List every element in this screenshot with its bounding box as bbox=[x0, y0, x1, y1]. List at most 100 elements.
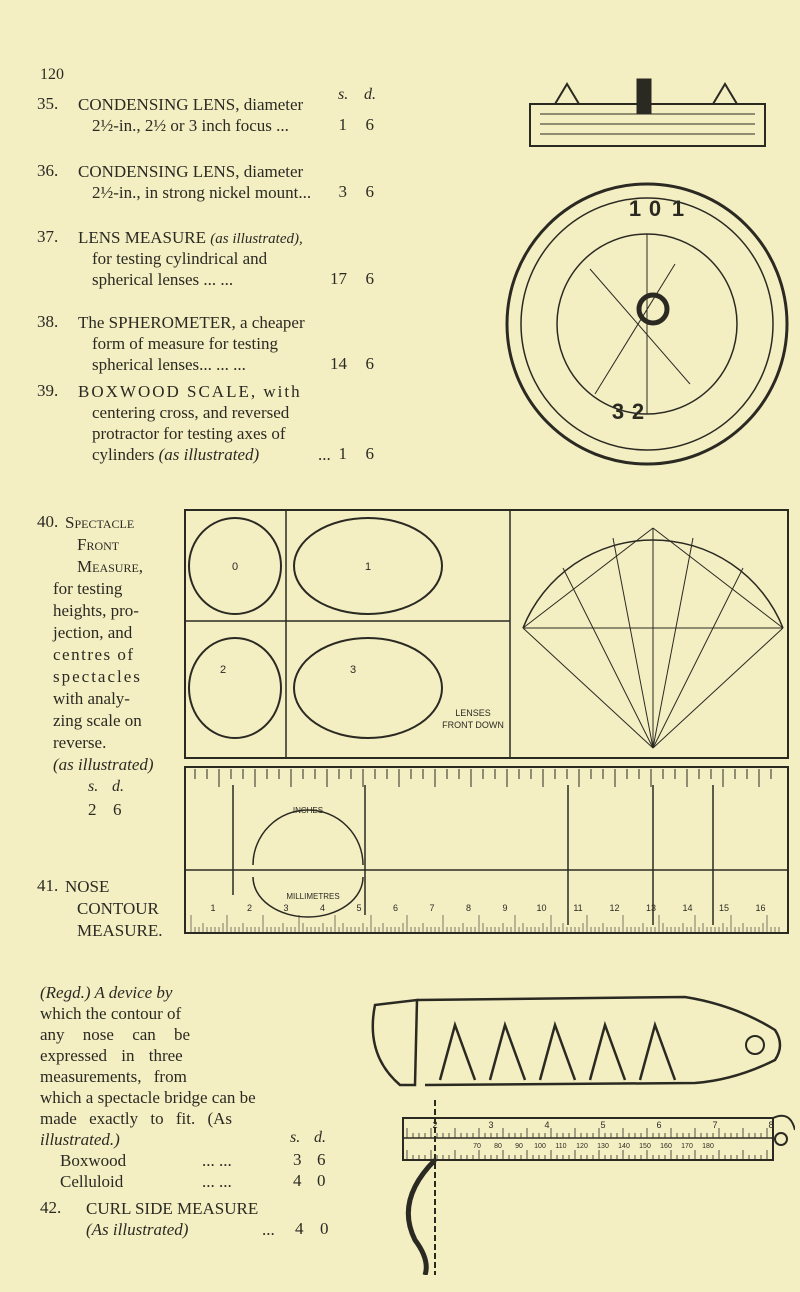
price-s: 1 bbox=[338, 444, 348, 463]
mm-tick-label: 1 bbox=[210, 903, 215, 913]
item-title: Spectacle bbox=[65, 513, 135, 532]
item-text: heights, pro- bbox=[53, 601, 139, 620]
item-title: MEASURE. bbox=[77, 921, 163, 940]
item-text: centres of bbox=[53, 645, 135, 664]
item-text: zing scale on bbox=[53, 711, 142, 730]
mm-tick-label: 9 bbox=[502, 903, 507, 913]
item-text: with analy- bbox=[53, 689, 130, 708]
lens-label: 2 bbox=[220, 664, 226, 676]
mm-tick-label: 16 bbox=[755, 903, 765, 913]
price-s: 4 bbox=[295, 1219, 304, 1238]
tick-label: 160 bbox=[660, 1143, 672, 1150]
item-text: cylinders bbox=[92, 445, 155, 464]
price-header-d: d. bbox=[112, 778, 124, 795]
price-d: 6 bbox=[365, 269, 375, 288]
variant-name: Celluloid bbox=[60, 1172, 124, 1191]
price-d: 6 bbox=[365, 182, 375, 201]
price-d: 0 bbox=[317, 1171, 326, 1190]
item-text: 2½-in., in strong nickel mount... bbox=[92, 183, 312, 202]
item-title: NOSE bbox=[65, 877, 110, 896]
dial-label: 0 bbox=[649, 196, 661, 221]
price-header-d: d. bbox=[314, 1129, 326, 1146]
item-number: 36. bbox=[37, 161, 59, 180]
item-text: spectacles bbox=[53, 667, 142, 686]
price-s: 14 bbox=[330, 354, 347, 373]
lens-label: 1 bbox=[365, 561, 371, 573]
item-title: CURL SIDE MEASURE bbox=[86, 1199, 259, 1218]
item-title: LENS MEASURE bbox=[78, 228, 206, 247]
dial-label: 3 bbox=[612, 399, 624, 424]
tick-label: 2 bbox=[432, 1120, 437, 1130]
tick-label: 170 bbox=[681, 1143, 693, 1150]
price-header-s: s. bbox=[88, 778, 99, 795]
page-number: 120 bbox=[40, 66, 64, 83]
dots: ... ... bbox=[202, 1172, 232, 1191]
tick-label: 7 bbox=[712, 1120, 717, 1130]
item-text: which the contour of bbox=[40, 1004, 182, 1023]
mm-tick-label: 13 bbox=[646, 903, 656, 913]
price-header-d: d. bbox=[364, 86, 376, 103]
item-text: for testing cylindrical and bbox=[92, 249, 268, 268]
item-number: 35. bbox=[37, 94, 59, 113]
figure-caption: LENSES bbox=[455, 708, 491, 718]
tick-label: 100 bbox=[534, 1143, 546, 1150]
item-text: for testing bbox=[53, 579, 123, 598]
tick-label: 120 bbox=[576, 1143, 588, 1150]
tick-label: 150 bbox=[639, 1143, 651, 1150]
price-d: 6 bbox=[365, 354, 375, 373]
price-header-s: s. bbox=[290, 1129, 301, 1146]
mm-tick-label: 4 bbox=[320, 903, 325, 913]
variant-name: Boxwood bbox=[60, 1151, 127, 1170]
spectacle-front-measure-illustration: 0 1 2 3 LENSES FRONT DOWN bbox=[184, 509, 789, 759]
item-text: any nose can be bbox=[40, 1025, 191, 1044]
item-text: BOXWOOD SCALE, with bbox=[78, 382, 302, 401]
mm-tick-label: 5 bbox=[356, 903, 361, 913]
mm-tick-label: 14 bbox=[682, 903, 692, 913]
tick-label: 70 bbox=[473, 1143, 481, 1150]
tick-label: 180 bbox=[702, 1143, 714, 1150]
tick-label: 3 bbox=[488, 1120, 493, 1130]
price-d: 6 bbox=[365, 444, 375, 463]
item-text: made exactly to fit. (As bbox=[40, 1109, 233, 1128]
item-note: (As illustrated) bbox=[86, 1220, 189, 1239]
price-d: 6 bbox=[365, 115, 375, 134]
figure-caption: FRONT DOWN bbox=[442, 720, 504, 730]
item-text: spherical lenses ... ... bbox=[92, 270, 234, 289]
tick-label: 80 bbox=[494, 1143, 502, 1150]
dots: ... bbox=[318, 445, 331, 464]
item-number: 41. bbox=[37, 876, 59, 895]
item-text: measurements, from bbox=[40, 1067, 187, 1086]
dots: ... bbox=[262, 1220, 275, 1239]
item-text: which a spectacle bridge can be bbox=[40, 1088, 256, 1107]
mm-tick-label: 12 bbox=[609, 903, 619, 913]
item-note: (as illustrated), bbox=[210, 231, 303, 247]
item-text: (Regd.) A device by bbox=[40, 983, 173, 1002]
item-title: Measure, bbox=[77, 557, 144, 576]
item-number: 40. bbox=[37, 512, 59, 531]
price-d: 0 bbox=[320, 1219, 329, 1238]
mm-tick-label: 6 bbox=[393, 903, 398, 913]
tick-label: 6 bbox=[656, 1120, 661, 1130]
dots: ... ... bbox=[202, 1151, 232, 1170]
price-d: 6 bbox=[113, 800, 122, 819]
mm-tick-label: 15 bbox=[719, 903, 729, 913]
mm-tick-label: 8 bbox=[466, 903, 471, 913]
item-text: 2½-in., 2½ or 3 inch focus ... bbox=[92, 116, 289, 135]
tick-label: 8 bbox=[768, 1120, 773, 1130]
item-text: reverse. bbox=[53, 733, 107, 752]
price-s: 1 bbox=[338, 115, 348, 134]
item-number: 39. bbox=[37, 381, 59, 400]
item-text: CONDENSING LENS, diameter bbox=[78, 95, 304, 114]
item-text: jection, and bbox=[53, 623, 133, 642]
item-text: The SPHEROMETER, a cheaper bbox=[78, 313, 305, 332]
mm-tick-label: 10 bbox=[536, 903, 546, 913]
item-title: CONTOUR bbox=[77, 899, 159, 918]
nose-contour-device-illustration bbox=[371, 995, 782, 1087]
tick-label: 130 bbox=[597, 1143, 609, 1150]
dial-label: 1 bbox=[672, 196, 684, 221]
item-number: 37. bbox=[37, 227, 59, 246]
price-s: 3 bbox=[293, 1150, 302, 1169]
tick-label: 4 bbox=[544, 1120, 549, 1130]
